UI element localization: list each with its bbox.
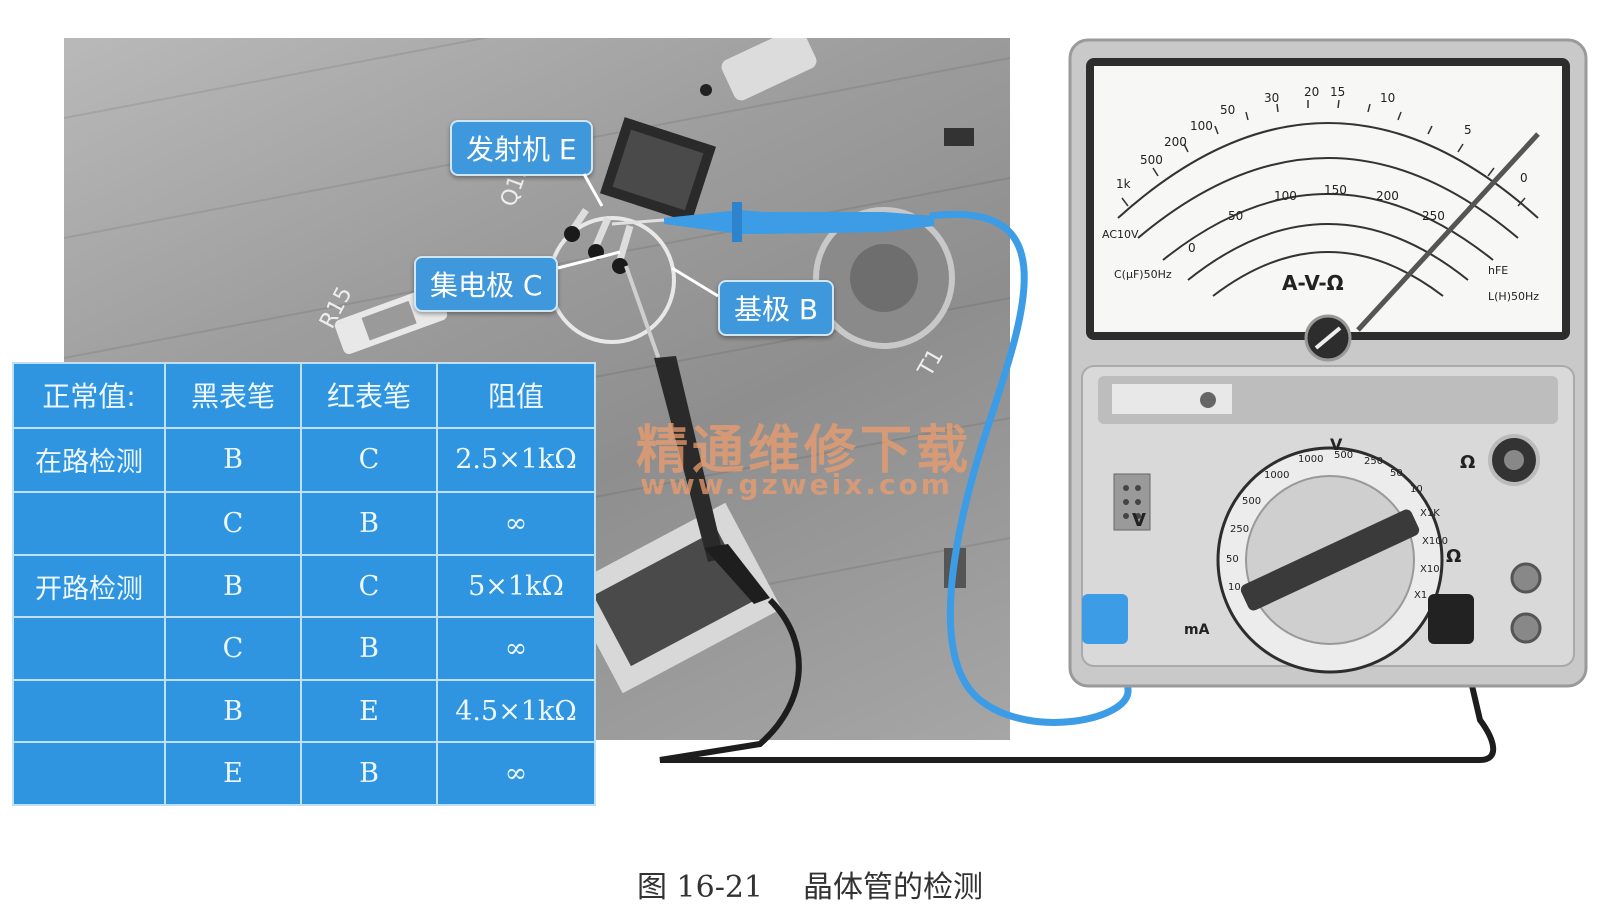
black-probe-cell: B [164,678,302,744]
figure-number: 图 16-21 [636,870,764,905]
scale-top-50: 50 [1220,103,1235,117]
sel-mark-1000b: 1000 [1298,454,1323,465]
sel-mark-10: 10 [1228,582,1241,593]
scale-mid-150: 150 [1324,183,1347,197]
red-probe-cell: B [300,491,438,556]
row-label [12,616,166,681]
red-probe-cell: C [300,553,438,619]
ohm-symbol: Ω [1446,546,1461,567]
sel-mark-10b: 10 [1410,484,1423,495]
sel-mark-250: 250 [1230,524,1249,535]
black-probe-body [654,356,724,562]
scale-top-0: 0 [1520,171,1528,185]
callout-collector: 集电极 C [414,256,559,312]
hfe-scale-label: hFE [1488,264,1508,277]
resistance-cell: ∞ [436,741,596,806]
black-probe-cell: E [164,741,302,806]
ac10v-label: AC10V [1102,228,1139,241]
table-header-row: 正常值: 黑表笔 红表笔 阻值 [12,362,596,429]
table-row: 在路检测 B C 2.5×1kΩ [12,426,596,494]
scale-mid-50: 50 [1228,209,1243,223]
red-probe-cell: C [300,426,438,494]
sel-mark-500b: 500 [1334,450,1353,461]
red-probe-cell: B [300,616,438,681]
watermark-url: www.gzweix.com [640,468,953,501]
volt-symbol-top: V [1330,435,1343,454]
meter-needle [1356,132,1540,332]
com-jack-plug [1428,594,1474,644]
row-label [12,491,166,556]
l-scale-label: L(H)50Hz [1488,290,1539,303]
black-lead-wire [659,597,1497,763]
sel-mark-x1k: X1K [1420,508,1440,519]
scale-top-5: 5 [1464,123,1472,137]
sel-mark-500: 500 [1242,496,1261,507]
scale-top-20: 20 [1304,85,1319,99]
resistance-cell: 4.5×1kΩ [436,678,596,744]
sel-mark-250b: 250 [1364,456,1383,467]
row-label: 开路检测 [12,553,166,619]
black-probe-cell: B [164,426,302,494]
resistance-cell: ∞ [436,616,596,681]
scale-top-30: 30 [1264,91,1279,105]
table-row: B E 4.5×1kΩ [12,678,596,744]
row-label [12,741,166,806]
figure-title: 晶体管的检测 [803,870,984,905]
resistance-cell: ∞ [436,491,596,556]
scale-top-1k: 1k [1116,177,1131,191]
row-label [12,678,166,744]
figure-caption: 图 16-21 晶体管的检测 [0,862,1620,906]
sel-mark-50b: 50 [1390,468,1403,479]
scale-top-500: 500 [1140,153,1163,167]
ma-symbol: mA [1184,622,1210,638]
red-lead-wire [929,210,1132,726]
black-probe-cell: C [164,491,302,556]
circuit-board-drawing: R15 Q12 T1 [64,38,1010,719]
sel-mark-50: 50 [1226,554,1239,565]
black-probe-cell: C [164,616,302,681]
callout-base: 基极 B [718,280,835,336]
black-probe-tip [624,265,664,369]
volt-symbol: V [1132,510,1146,531]
table-row: C B ∞ [12,616,596,681]
sel-mark-x1: X1 [1414,590,1427,601]
positive-jack-plug [1082,594,1128,644]
red-probe-body [664,210,934,234]
scale-top-100: 100 [1190,119,1213,133]
scale-mid-100: 100 [1274,189,1297,203]
scale-top-10: 10 [1380,91,1395,105]
row-label: 在路检测 [12,426,166,494]
range-selector-knob [1240,509,1420,611]
scale-mid-250: 250 [1422,209,1445,223]
ohm-adjust-label: Ω [1460,452,1475,473]
c-scale-label: C(μF)50Hz [1114,268,1172,281]
scale-top-15: 15 [1330,85,1345,99]
scale-mid-200: 200 [1376,189,1399,203]
black-probe-cell: B [164,553,302,619]
callout-emitter: 发射机 E [450,120,593,176]
resistance-cell: 2.5×1kΩ [436,426,596,494]
table-header-normal: 正常值: [12,362,166,429]
dial-title: A-V-Ω [1282,271,1344,295]
scale-mid-0: 0 [1188,241,1196,255]
sel-mark-x100: X100 [1422,536,1448,547]
sel-mark-x10: X10 [1420,564,1440,575]
table-row: 开路检测 B C 5×1kΩ [12,553,596,619]
sel-mark-1000a: 1000 [1264,470,1289,481]
resistance-cell: 5×1kΩ [436,553,596,619]
analog-multimeter: 1k 500 200 100 50 30 20 15 10 5 0 0 50 1… [1068,38,1588,688]
scale-top-200: 200 [1164,135,1187,149]
red-probe-cell: E [300,678,438,744]
red-probe-cell: B [300,741,438,806]
watermark-text: 精通维修下载 [636,421,973,481]
meter-dial-face [1094,66,1562,332]
table-row: C B ∞ [12,491,596,556]
table-row: E B ∞ [12,741,596,806]
measurement-table: 正常值: 黑表笔 红表笔 阻值 在路检测 B C 2.5×1kΩ C B ∞ 开… [12,362,596,806]
table-header-resistance: 阻值 [436,362,596,429]
table-header-red-probe: 红表笔 [300,362,438,429]
table-header-black-probe: 黑表笔 [164,362,302,429]
